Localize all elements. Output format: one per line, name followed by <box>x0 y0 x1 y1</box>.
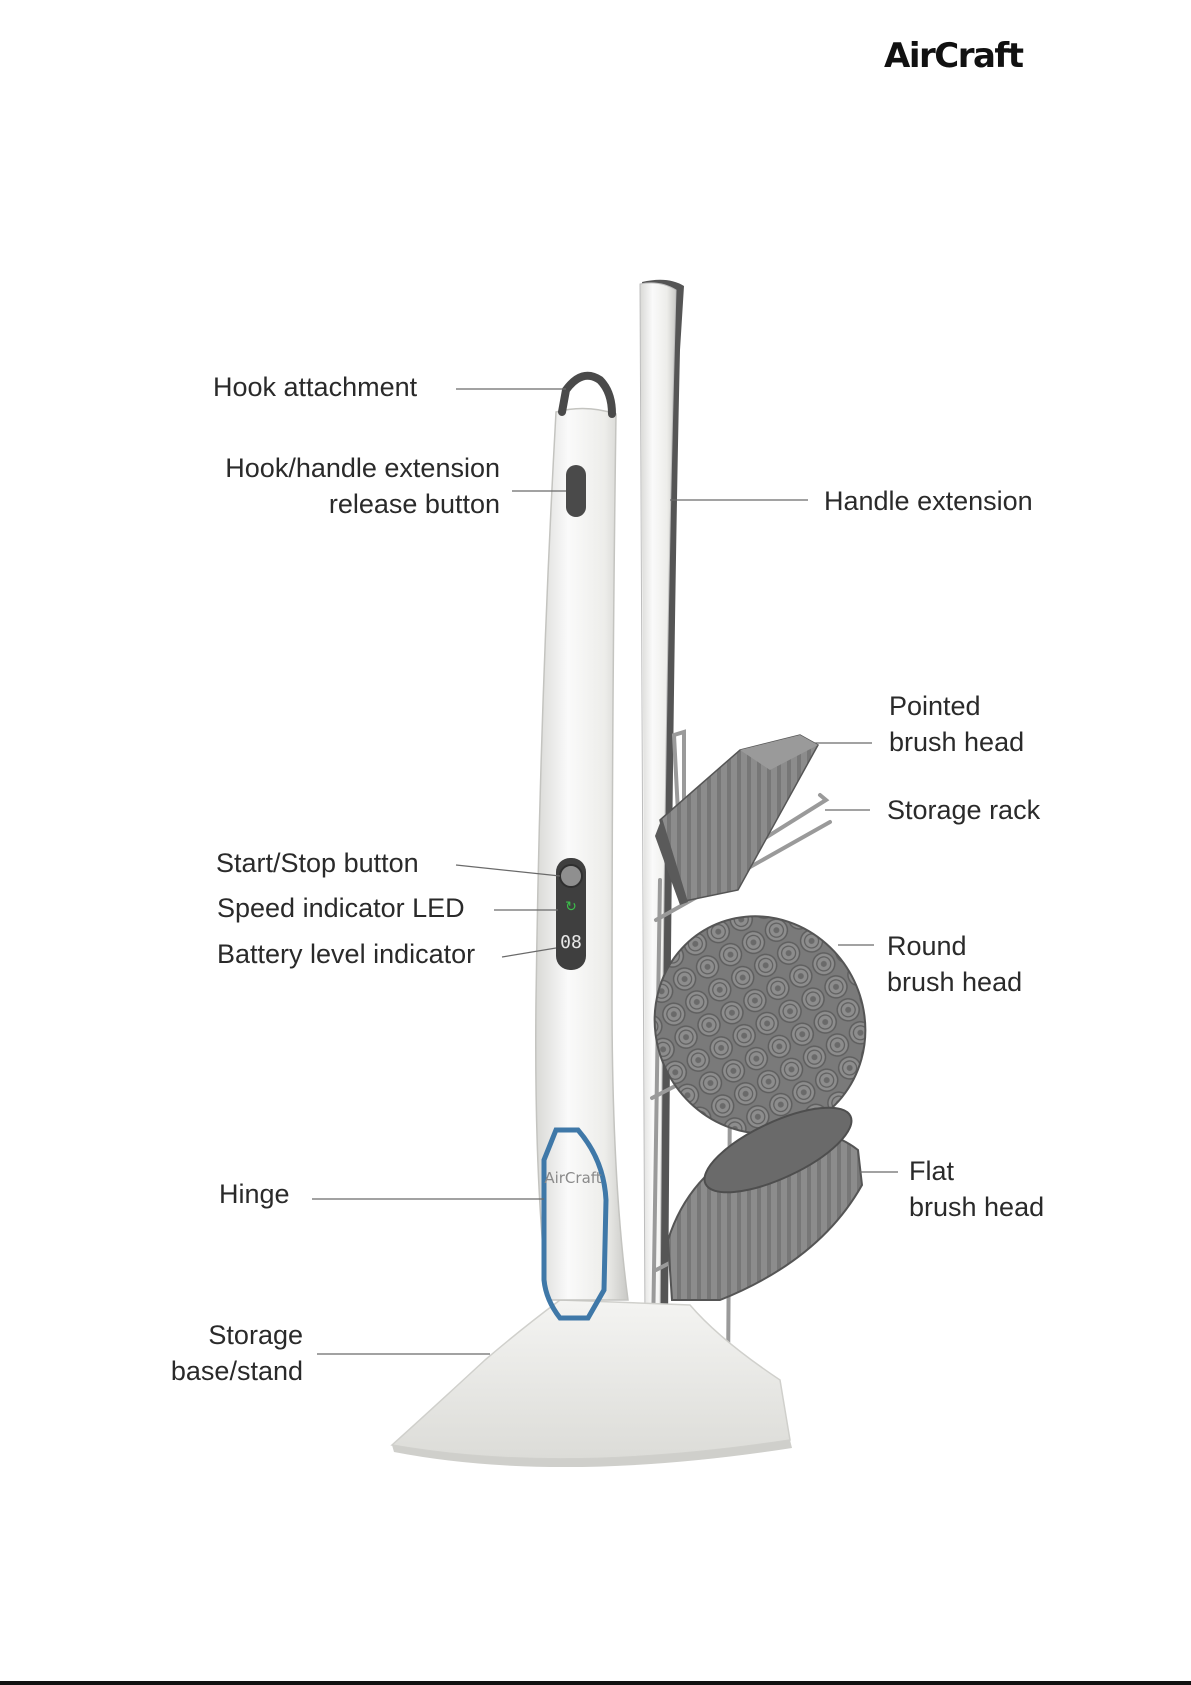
label-start-stop: Start/Stop button <box>216 845 419 881</box>
label-handle-extension: Handle extension <box>824 483 1033 519</box>
label-release-button: Hook/handle extension release button <box>200 450 500 522</box>
label-flat-brush: Flat brush head <box>909 1153 1044 1225</box>
body-logo: AirCraft <box>544 1169 601 1187</box>
start-stop-button-part <box>560 865 582 887</box>
label-battery: Battery level indicator <box>217 936 475 972</box>
label-hinge: Hinge <box>219 1176 290 1212</box>
label-storage-rack: Storage rack <box>887 792 1040 828</box>
storage-base-part <box>392 1300 792 1467</box>
label-storage-base: Storage base/stand <box>140 1317 303 1389</box>
label-hook-attachment: Hook attachment <box>213 369 417 405</box>
page-bottom-border <box>0 1681 1191 1685</box>
release-button-part <box>566 465 586 517</box>
label-pointed-brush: Pointed brush head <box>889 688 1024 760</box>
label-speed-led: Speed indicator LED <box>217 890 465 926</box>
label-round-brush: Round brush head <box>887 928 1022 1000</box>
main-body-part: ↻ 08 AirCraft <box>536 376 628 1318</box>
battery-digits: 08 <box>560 932 582 953</box>
speed-led-icon: ↻ <box>565 899 577 915</box>
